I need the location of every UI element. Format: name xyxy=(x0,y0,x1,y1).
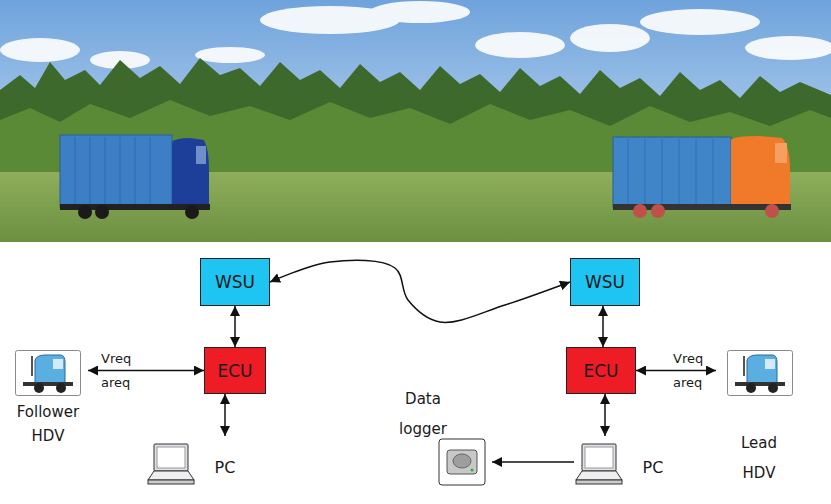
node-label: WSU xyxy=(215,272,255,292)
truck-cab xyxy=(747,355,777,384)
laptop-keyboard xyxy=(576,471,622,480)
truck-node: Follower HDV xyxy=(8,348,88,448)
drive-body xyxy=(447,450,477,474)
data-logger-node: Data logger xyxy=(388,384,492,488)
exhaust-stack xyxy=(743,356,745,376)
truck-window xyxy=(53,359,63,369)
truck-wheel xyxy=(768,383,778,393)
drive-disk xyxy=(453,454,471,468)
laptop-display xyxy=(585,447,613,468)
lead-truck xyxy=(613,136,791,218)
truck-window xyxy=(765,359,775,369)
wsu-box: WSU xyxy=(200,258,270,306)
connector xyxy=(636,370,716,372)
node-label: PC xyxy=(636,458,670,478)
node-label: ECU xyxy=(583,361,618,381)
laptop-base xyxy=(148,480,194,484)
truck-icon xyxy=(15,350,81,396)
node-label: Data logger xyxy=(388,384,458,444)
exhaust-stack xyxy=(31,356,33,376)
signal-label: Vreq xyxy=(100,351,132,366)
laptop-keyboard xyxy=(148,471,194,480)
wsu-box: WSU xyxy=(570,258,640,306)
pc-node: PC xyxy=(574,436,674,492)
laptop-icon xyxy=(574,440,624,488)
follower-truck xyxy=(60,135,210,219)
node-label: Lead HDV xyxy=(728,428,790,488)
drive-light xyxy=(471,469,474,472)
truck-wheel xyxy=(56,383,66,393)
laptop-icon xyxy=(146,440,196,488)
connector xyxy=(492,461,574,463)
truck-wheel xyxy=(746,383,756,393)
pc-node: PC xyxy=(146,436,246,492)
signal-label: areq xyxy=(672,375,703,390)
laptop-display xyxy=(157,447,185,468)
truck-cab xyxy=(35,355,65,384)
laptop-screen xyxy=(582,444,616,471)
icon-frame xyxy=(728,351,793,396)
node-label: ECU xyxy=(217,361,252,381)
node-label: WSU xyxy=(585,272,625,292)
truck-icon xyxy=(724,350,796,396)
clouds xyxy=(0,1,831,69)
connector xyxy=(234,306,236,347)
icon-frame xyxy=(439,439,485,485)
signal-label: areq xyxy=(100,375,131,390)
connector xyxy=(604,394,606,436)
connector xyxy=(602,306,604,347)
ecu-box: ECU xyxy=(204,347,266,394)
connector xyxy=(88,370,204,372)
node-label: Follower HDV xyxy=(8,400,88,448)
sky xyxy=(0,0,831,242)
signal-label: Vreq xyxy=(672,351,704,366)
laptop-screen xyxy=(154,444,188,471)
truck-chassis xyxy=(735,382,785,386)
connector xyxy=(270,260,570,322)
truck-platoon-photo xyxy=(0,0,831,242)
laptop-base xyxy=(576,480,622,484)
node-label: PC xyxy=(208,458,242,478)
truck-wheel xyxy=(34,383,44,393)
ecu-box: ECU xyxy=(566,347,636,394)
truck-chassis xyxy=(23,382,73,386)
icon-frame xyxy=(16,351,81,396)
truck-node: Lead HDV xyxy=(716,348,802,490)
connector xyxy=(224,394,226,436)
logger-icon xyxy=(438,438,486,486)
